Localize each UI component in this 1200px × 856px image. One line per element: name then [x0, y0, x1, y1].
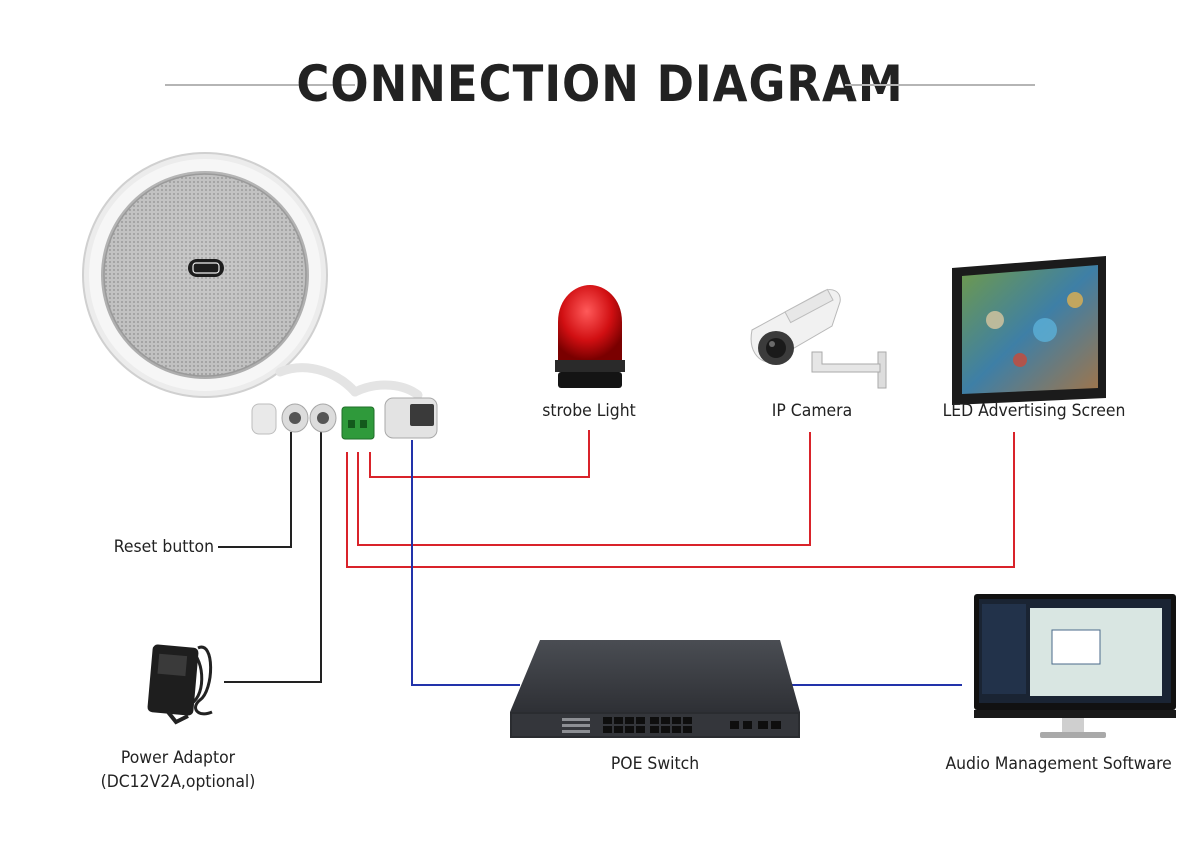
audio-software-monitor-image: [974, 594, 1176, 738]
reset-button-label: Reset button: [113, 537, 214, 557]
ip-camera-label: IP Camera: [771, 401, 853, 421]
led-screen-label: LED Advertising Screen: [942, 401, 1126, 421]
ip-camera-image: [750, 288, 887, 389]
line-network-switch: [411, 440, 520, 686]
line-strobe-light: [369, 430, 590, 478]
power-adaptor-label-line1: Power Adaptor: [120, 748, 236, 768]
line-power-adaptor: [224, 432, 322, 683]
power-adaptor-label-line2: (DC12V2A,optional): [100, 772, 256, 792]
title-rule-right: [845, 84, 1035, 86]
power-adaptor-image: [147, 644, 213, 725]
line-ip-camera: [357, 432, 811, 546]
ceiling-speaker-image: [82, 152, 328, 398]
title-rule-left: [165, 84, 355, 86]
strobe-light-image: [555, 285, 625, 388]
strobe-light-label: strobe Light: [542, 401, 636, 421]
speaker-connectors-image: [251, 363, 438, 440]
line-led-screen: [346, 432, 1015, 568]
line-reset-button: [218, 432, 292, 548]
connection-lines: [218, 430, 1015, 686]
diagram-title: CONNECTION DIAGRAM: [296, 55, 904, 113]
poe-switch-image: [510, 640, 800, 738]
audio-software-label: Audio Management Software: [945, 754, 1172, 774]
poe-switch-label: POE Switch: [610, 754, 700, 774]
led-screen-image: [952, 256, 1106, 405]
